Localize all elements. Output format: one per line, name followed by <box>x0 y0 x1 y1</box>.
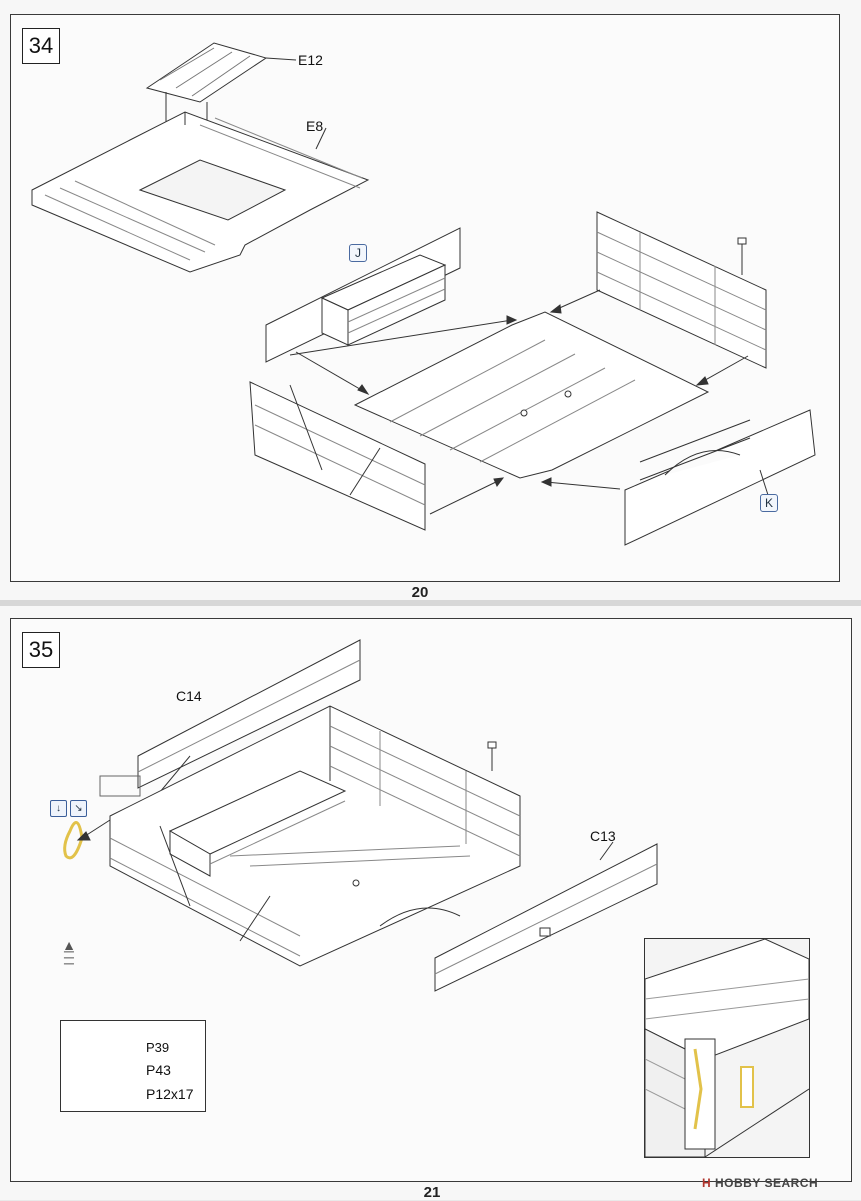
legend-p43: P43 <box>146 1062 171 1078</box>
part-e8-label: E8 <box>306 118 324 134</box>
part-c14-shape <box>137 639 361 789</box>
part-c13-label: C13 <box>590 828 616 844</box>
step-35-drawing <box>63 639 658 1093</box>
step-34-number: 34 <box>22 28 60 64</box>
part-c14-label: C14 <box>176 688 202 704</box>
step-35-number: 35 <box>22 632 60 668</box>
instruction-page-21: 35 <box>0 606 861 1201</box>
part-k-tag: K <box>760 494 778 512</box>
instruction-page-20: 34 <box>0 0 861 601</box>
etch-legend-box <box>60 1020 206 1112</box>
detail-inset <box>644 938 810 1158</box>
arrow-down-icon: ↓ <box>50 800 67 817</box>
side-wall-left <box>249 381 426 531</box>
etch-part-shape <box>63 821 84 860</box>
step-34-drawing <box>31 42 816 546</box>
part-j-tag: J <box>349 244 367 262</box>
page-gap <box>0 600 861 606</box>
part-e12-label: E12 <box>298 52 323 68</box>
legend-p12x17: P12x17 <box>146 1086 194 1102</box>
bed-floor-shape <box>353 311 710 479</box>
tailboard-shape <box>596 211 767 369</box>
detail-inset-drawing <box>645 939 809 1157</box>
hobbysearch-logo-icon: H <box>702 1176 712 1190</box>
watermark-text: HOBBY SEARCH <box>715 1176 819 1190</box>
bend-icon: ↘ <box>70 800 87 817</box>
part-e12-shape <box>145 42 268 103</box>
part-c13-shape <box>434 843 658 992</box>
page-number-21: 21 <box>423 1184 441 1201</box>
stack-icon: ▲─── <box>62 937 76 971</box>
hobbysearch-watermark: H HOBBY SEARCH <box>702 1176 818 1190</box>
legend-p39: P39 <box>146 1040 170 1055</box>
page-number-20: 20 <box>411 584 429 601</box>
part-k-shape <box>624 409 816 546</box>
